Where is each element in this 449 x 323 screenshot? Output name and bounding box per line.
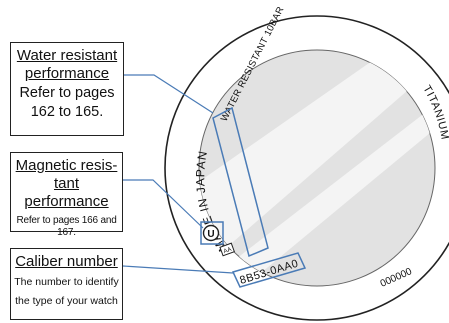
callout-description: 162 to 165. bbox=[30, 104, 104, 121]
callout-title: Caliber number bbox=[15, 253, 118, 270]
crystal-glare bbox=[199, 50, 435, 282]
callout-title: tant performance bbox=[24, 175, 109, 210]
inspection-mark-text: AA bbox=[223, 247, 233, 255]
magnetic-resistance-icon bbox=[202, 224, 220, 242]
magnetic-resistance-letter: U bbox=[207, 229, 214, 240]
magnetic-highlight bbox=[200, 221, 224, 245]
callout-title: performance bbox=[24, 65, 110, 82]
callout-description: the type of your watch bbox=[15, 295, 118, 308]
callout-description: Refer to pages bbox=[19, 85, 115, 101]
water-resistant-highlight bbox=[212, 106, 269, 258]
callout-description: The number to identify bbox=[14, 276, 119, 288]
inspection-mark-icon bbox=[219, 242, 235, 257]
water-resistant-callout: Water resistant performance Refer to pag… bbox=[10, 42, 124, 136]
callout-title: Water resistant bbox=[16, 47, 118, 64]
caliber-highlight bbox=[231, 252, 307, 288]
magnetic-resistance-callout: Magnetic resis- tant performance Refer t… bbox=[10, 152, 123, 238]
callout-description: Refer to pages 166 and 167. bbox=[16, 215, 117, 238]
leader-line-water bbox=[124, 74, 214, 114]
leader-line-caliber bbox=[122, 265, 234, 274]
caliber-number-callout: Caliber number The number to identify th… bbox=[10, 248, 123, 320]
leader-line-magnetic bbox=[123, 179, 204, 229]
callout-title: Magnetic resis- bbox=[15, 157, 118, 174]
